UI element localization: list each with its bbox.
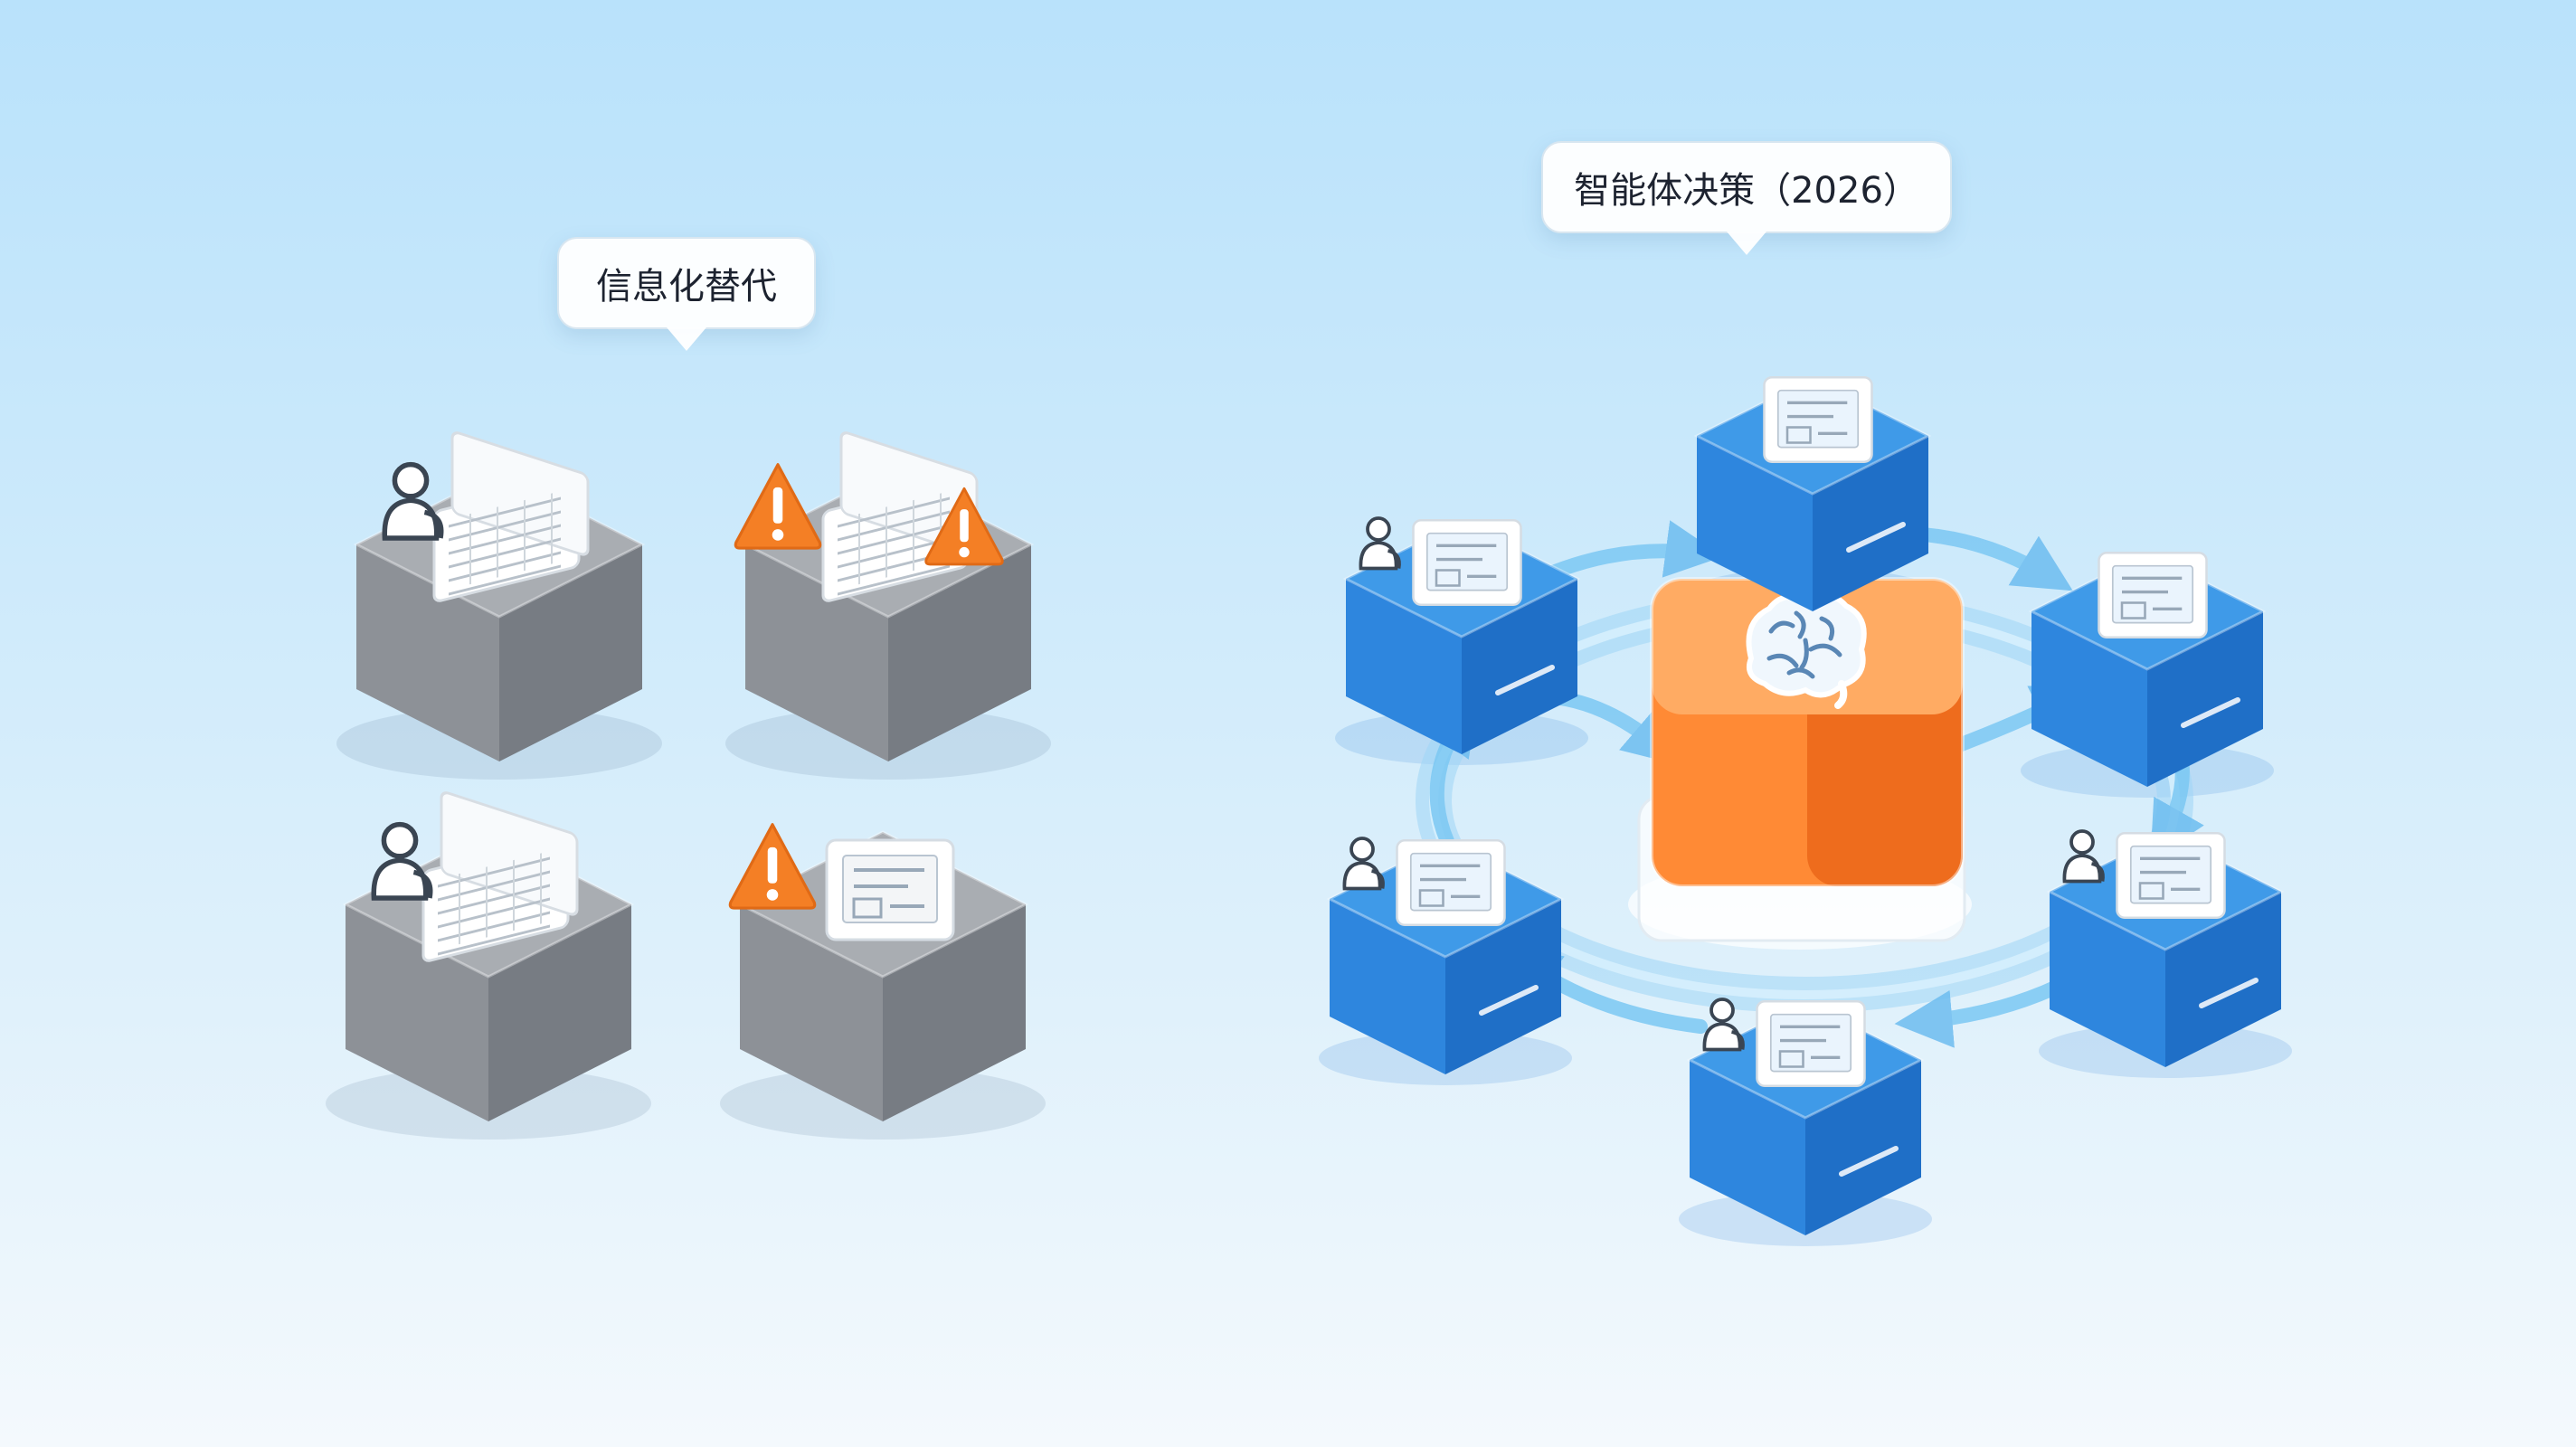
legacy-box [342,791,635,1121]
document-icon [825,838,955,941]
user-icon [2062,829,2105,884]
agent-node [2028,551,2267,787]
document-icon [1396,838,1506,927]
document-icon [2098,551,2208,639]
user-icon [371,821,433,901]
agent-node [1326,837,1565,1074]
legacy-box [734,431,1035,761]
agent-label: 智能体决策（2026） [1541,141,1952,255]
agent-node [1342,516,1581,754]
core-box [1650,577,1965,888]
document-icon [1763,375,1873,464]
user-icon [1359,516,1401,571]
warning-icon [728,823,817,910]
warning-icon [734,463,822,550]
user-icon [382,461,444,541]
legacy-label: 信息化替代 [557,237,816,351]
spreadsheet-icon [432,431,590,602]
brain-icon [1746,591,1867,709]
user-icon [1702,998,1745,1052]
agent-node [1693,375,1932,611]
agent-node [1686,998,1925,1235]
user-icon [1342,837,1385,891]
document-icon [2116,831,2226,920]
warning-icon [924,487,1004,566]
legacy-box [353,431,646,761]
spreadsheet-icon [421,791,579,962]
agent-node [2046,829,2285,1067]
legacy-box [728,823,1029,1121]
document-icon [1412,518,1522,607]
document-icon [1756,999,1866,1088]
